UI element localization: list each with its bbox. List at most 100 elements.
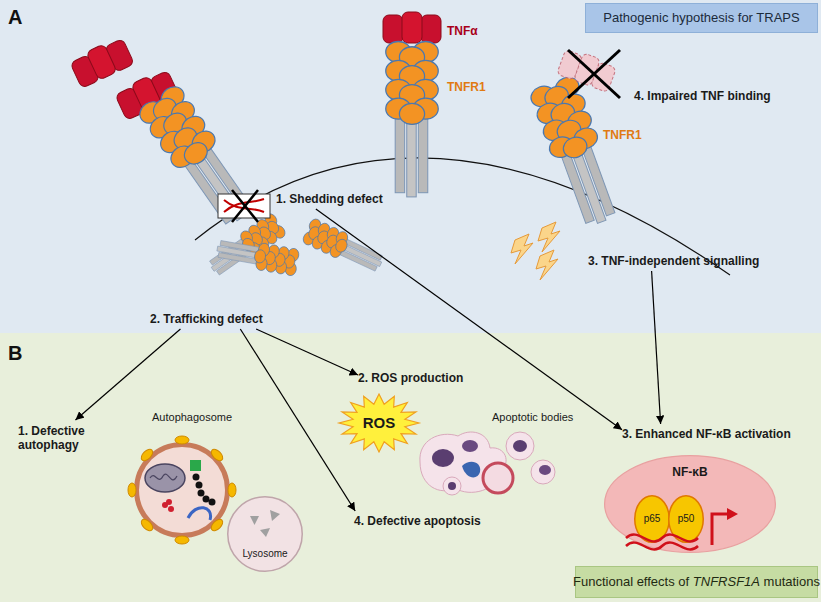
text-run: activation xyxy=(731,427,790,441)
autophagosome-cargo-part xyxy=(209,499,216,506)
dna-strand xyxy=(626,535,698,550)
ellipse-outline xyxy=(228,497,303,572)
ellipse-outline xyxy=(669,496,704,543)
connector-arrow xyxy=(256,329,358,375)
signal-bolt-part xyxy=(511,234,533,264)
panel-a-background xyxy=(0,0,821,333)
text-run: Defective xyxy=(364,514,421,528)
text-run: mutations xyxy=(760,574,820,589)
node-text: Lysosome xyxy=(242,548,287,560)
apoptotic-bodies-illustration-part xyxy=(506,432,534,460)
text-run: 3. xyxy=(588,254,598,268)
panel-letter: A xyxy=(8,5,22,29)
node-text: 1. Defective autophagy xyxy=(18,424,108,453)
autophagosome-membrane-bumps-part xyxy=(139,447,155,463)
connector-arrow xyxy=(75,329,180,420)
text-run: Trafficking xyxy=(160,312,224,326)
shedding-block-symbol xyxy=(218,190,270,222)
text-run: autophagy xyxy=(18,438,79,452)
text-run: Impaired xyxy=(644,89,697,103)
tnfr1-receptor-part xyxy=(215,235,300,276)
autophagosome-cargo-part xyxy=(188,508,211,520)
nfkb-nucleus-ellipse: NF-κBp65p50 xyxy=(604,455,776,553)
text-run: Enhanced xyxy=(632,427,693,441)
tnfr1-receptor-part xyxy=(301,217,386,276)
panel-letter: B xyxy=(8,341,22,365)
autophagosome-cargo-part xyxy=(198,490,205,497)
autophagosome-membrane-bumps-part xyxy=(139,517,155,533)
text-run: Defective xyxy=(28,424,85,438)
protein-label: TNFR1 xyxy=(603,128,642,142)
apoptotic-bodies-illustration-part xyxy=(462,440,478,452)
panel-title-box: Pathogenic hypothesis for TRAPS xyxy=(585,3,818,33)
lysosome-content xyxy=(250,510,280,537)
transcription-arrow-part xyxy=(712,514,728,545)
text-run: hypothesis xyxy=(668,10,734,25)
node-text: ROS xyxy=(363,414,396,432)
impaired-tnf-symbol-part xyxy=(568,50,620,98)
text-run: apoptosis xyxy=(421,514,481,528)
node-text: 3. TNF-independent signalling xyxy=(588,254,759,268)
lysosome-content-part xyxy=(260,528,270,537)
autophagosome-circle-outline xyxy=(134,442,230,538)
panel-title-box: Functional effects of TNFRSF1A mutations xyxy=(575,566,818,598)
autophagosome-circle: Autophagosome xyxy=(134,442,230,538)
signal-bolt-part xyxy=(538,222,560,252)
signal-bolt xyxy=(511,222,560,280)
text-run: TRAPS xyxy=(753,10,800,25)
node-text: Functional effects of TNFRSF1A mutations xyxy=(573,574,820,590)
apoptotic-bodies-illustration-part xyxy=(443,477,461,495)
node-text: p65 xyxy=(644,513,661,525)
text-run: effects xyxy=(633,574,675,589)
ellipse-outline xyxy=(137,445,228,536)
autophagosome-membrane-bumps-part xyxy=(228,483,236,497)
text-run: defect xyxy=(344,192,383,206)
signal-bolt-part xyxy=(536,250,558,280)
text-run: Lysosome xyxy=(242,548,287,559)
illustration-label: Apoptotic bodies xyxy=(492,411,573,424)
apoptotic-bodies-illustration-part xyxy=(483,463,513,493)
effect-label: 1. Defective autophagy xyxy=(18,420,108,456)
transcription-arrow-part xyxy=(727,508,738,520)
text-run: Autophagosome xyxy=(152,411,232,423)
apoptotic-bodies-illustration xyxy=(420,432,555,495)
text-run: 2. xyxy=(358,371,368,385)
autophagosome-cargo-part xyxy=(196,482,203,489)
apoptotic-bodies-illustration-part xyxy=(513,440,527,452)
mechanism-label: 1. Shedding defect xyxy=(276,189,406,209)
shedding-block-symbol-part xyxy=(232,190,258,222)
node-text: 2. ROS production xyxy=(358,371,463,385)
node-text: Pathogenic hypothesis for TRAPS xyxy=(603,10,799,26)
text-run: TNFRSF1A xyxy=(689,574,760,589)
effect-label: 4. Defective apoptosis xyxy=(354,511,504,531)
tnfr1-receptor-part xyxy=(528,74,626,230)
text-run: p50 xyxy=(678,513,695,524)
autophagosome-cargo-part xyxy=(193,474,200,481)
text-run: production xyxy=(397,371,463,385)
node-text: p50 xyxy=(678,513,695,525)
text-run: ROS xyxy=(368,371,397,385)
autophagosome-cargo-part xyxy=(150,474,177,480)
text-run: p65 xyxy=(644,513,661,524)
text-run: TNF-independent xyxy=(598,254,700,268)
text-run: Pathogenic xyxy=(603,10,668,25)
text-run: 1. xyxy=(276,192,286,206)
node-text: Autophagosome xyxy=(152,411,232,424)
text-run: of xyxy=(675,574,689,589)
text-run: 2. xyxy=(150,312,160,326)
lysosome-circle-outline xyxy=(227,496,303,572)
text-run: NF-κB xyxy=(693,427,732,441)
apoptotic-bodies-illustration-part xyxy=(531,460,555,484)
text-run: binding xyxy=(724,89,771,103)
lysosome-content-part xyxy=(250,516,259,525)
text-run: TNF xyxy=(697,89,724,103)
node-text: 3. Enhanced NF-κB activation xyxy=(622,427,791,441)
lysosome-content-part xyxy=(270,510,280,521)
tnfr1-receptor-part xyxy=(386,42,439,197)
text-run: signalling xyxy=(700,254,759,268)
text-run: 4. xyxy=(634,89,644,103)
